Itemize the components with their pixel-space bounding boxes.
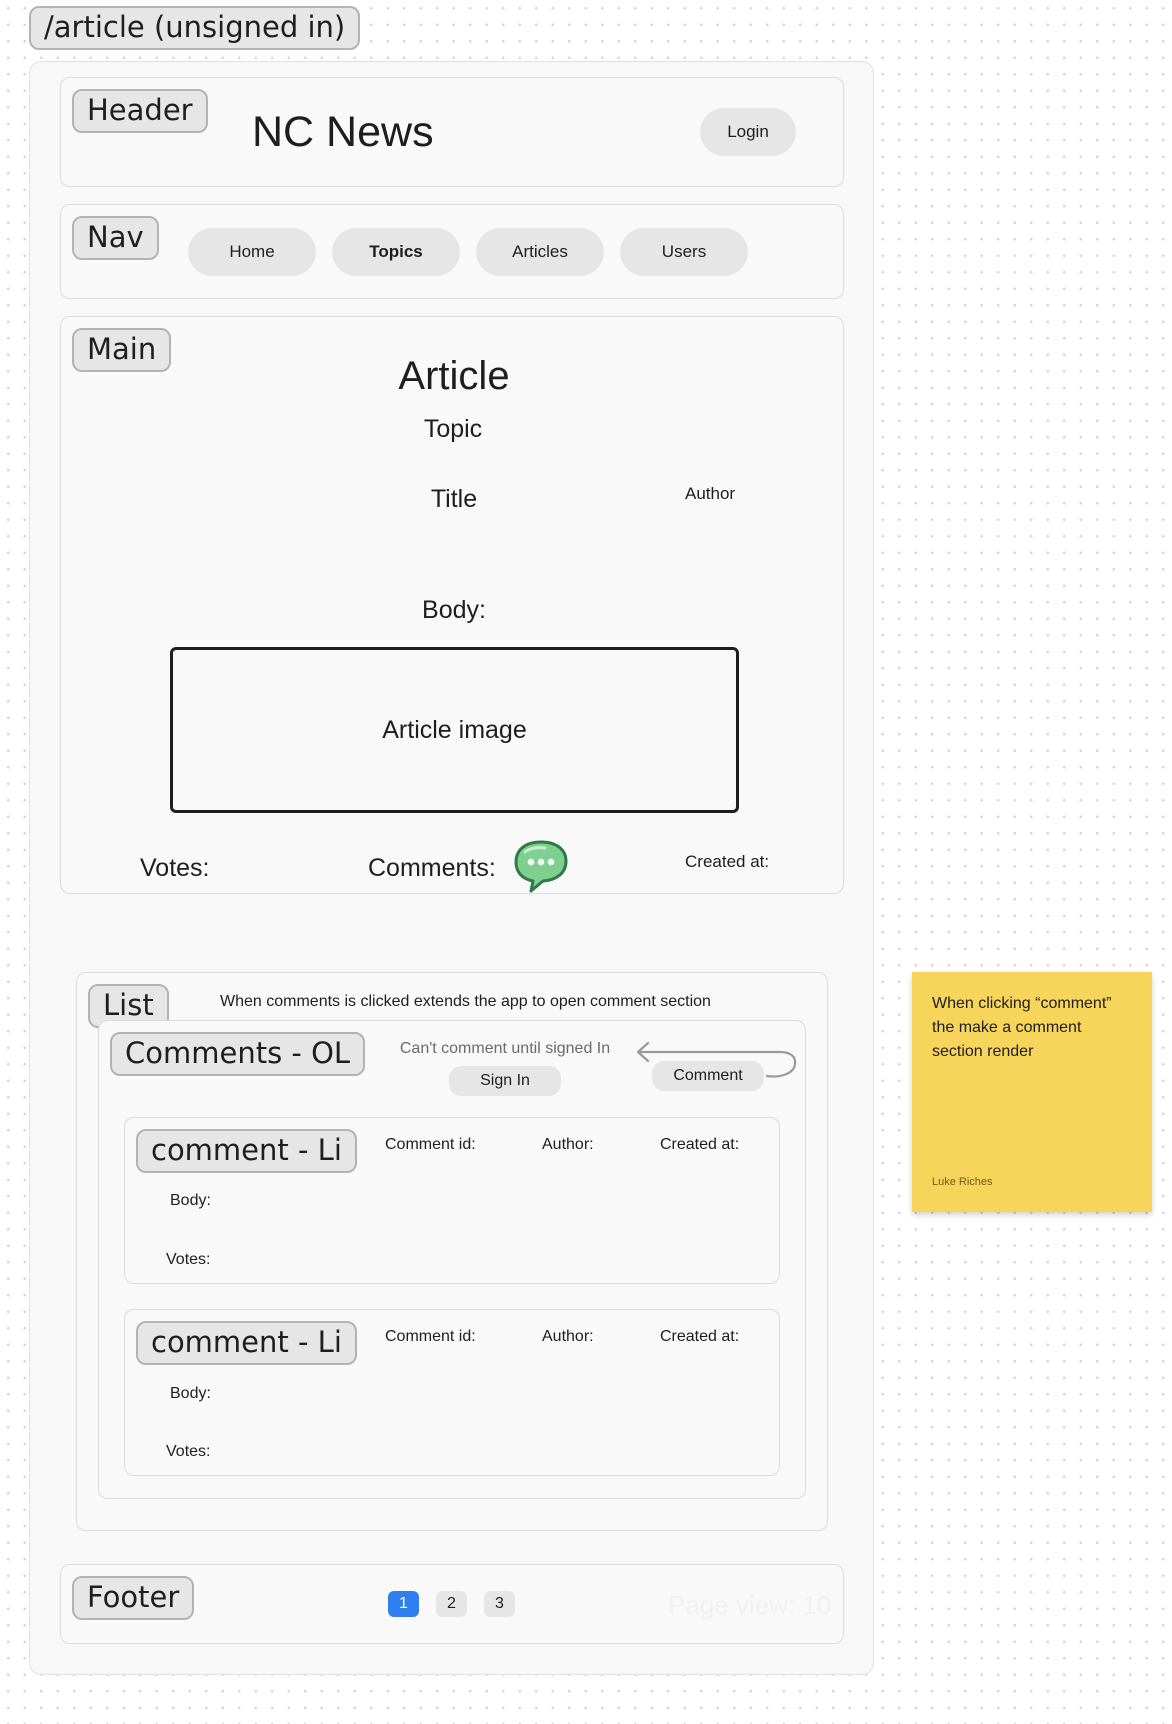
comment-created-label: Created at: bbox=[660, 1328, 740, 1345]
article-created-label: Created at: bbox=[685, 852, 770, 871]
article-title: Title bbox=[430, 485, 478, 513]
article-image-label: Article image bbox=[382, 715, 527, 744]
comment-author-label: Author: bbox=[542, 1136, 594, 1153]
pagination-page-1[interactable]: 1 bbox=[388, 1591, 419, 1617]
comment-button[interactable]: Comment bbox=[652, 1061, 764, 1091]
comment-li-tag: comment - Li bbox=[136, 1129, 357, 1173]
nav-users-button[interactable]: Users bbox=[620, 228, 748, 276]
sticky-note: When clicking “comment” the make a comme… bbox=[912, 972, 1152, 1212]
comment-votes-label: Votes: bbox=[166, 1251, 211, 1268]
comment-id-label: Comment id: bbox=[385, 1136, 476, 1153]
main-tag: Main bbox=[72, 328, 172, 372]
page-label: /article (unsigned in) bbox=[29, 6, 361, 50]
nav-articles-button[interactable]: Articles bbox=[476, 228, 604, 276]
article-heading: Article bbox=[398, 354, 510, 398]
signed-out-message: Can't comment until signed In bbox=[399, 1040, 611, 1057]
article-topic: Topic bbox=[423, 415, 483, 443]
article-author: Author bbox=[685, 484, 736, 503]
login-button[interactable]: Login bbox=[700, 108, 796, 156]
site-title[interactable]: NC News bbox=[252, 108, 434, 156]
article-votes-label: Votes: bbox=[140, 854, 210, 882]
sticky-note-author: Luke Riches bbox=[932, 1176, 993, 1188]
comment-body-label: Body: bbox=[170, 1192, 211, 1209]
nav-tag: Nav bbox=[72, 216, 159, 260]
connector-arrow bbox=[636, 1041, 797, 1078]
comment-created-label: Created at: bbox=[660, 1136, 740, 1153]
article-image-placeholder: Article image bbox=[170, 647, 739, 813]
comment-author-label: Author: bbox=[542, 1328, 594, 1345]
speech-bubble-icon[interactable] bbox=[512, 838, 570, 894]
comment-li-tag: comment - Li bbox=[136, 1321, 357, 1365]
sticky-note-text: When clicking “comment” the make a comme… bbox=[932, 995, 1112, 1060]
sign-in-button[interactable]: Sign In bbox=[449, 1066, 561, 1096]
comment-id-label: Comment id: bbox=[385, 1328, 476, 1345]
pagination-page-2[interactable]: 2 bbox=[436, 1591, 467, 1617]
page-view-counter: Page view: 10 bbox=[668, 1590, 832, 1620]
list-note: When comments is clicked extends the app… bbox=[220, 993, 711, 1010]
nav-topics-button[interactable]: Topics bbox=[332, 228, 460, 276]
comments-ol-tag: Comments - OL bbox=[110, 1032, 366, 1076]
article-comments-label[interactable]: Comments: bbox=[368, 854, 496, 882]
nav-home-button[interactable]: Home bbox=[188, 228, 316, 276]
footer-tag: Footer bbox=[72, 1576, 195, 1620]
comment-votes-label: Votes: bbox=[166, 1443, 211, 1460]
article-body-label: Body: bbox=[422, 596, 486, 624]
pagination-page-3[interactable]: 3 bbox=[484, 1591, 515, 1617]
comment-body-label: Body: bbox=[170, 1385, 211, 1402]
header-tag: Header bbox=[72, 89, 208, 133]
